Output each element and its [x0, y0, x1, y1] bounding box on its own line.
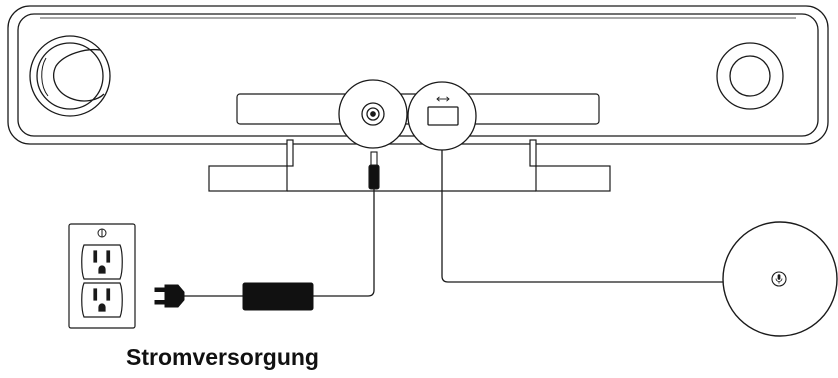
- barrel-plug: [368, 151, 380, 190]
- mains-plug-prong-top: [154, 287, 166, 292]
- mains-plug: [154, 284, 185, 308]
- camera-lens-outer-ring: [29, 35, 111, 117]
- cables: [184, 150, 724, 297]
- wall-outlet: [68, 223, 136, 329]
- microphone-icon: [775, 274, 783, 284]
- mains-plug-body: [164, 284, 185, 308]
- wall-outlet-plate: [68, 223, 136, 329]
- camera-lens-inner-ring: [36, 42, 104, 110]
- hub-port-callout: [407, 81, 477, 151]
- outlet-socket-upper: [81, 244, 123, 280]
- mount-bracket-foot-left: [208, 165, 288, 192]
- connection-arrows-icon: [436, 96, 450, 102]
- power-cable-dc: [312, 188, 375, 297]
- barrel-plug-body: [368, 164, 380, 190]
- power-supply-caption: Stromversorgung: [126, 344, 319, 370]
- camera-lens-shadow: [41, 57, 49, 97]
- hub-port-socket: [427, 106, 459, 126]
- mains-plug-prong-bottom: [154, 300, 166, 305]
- barrel-plug-tip: [370, 151, 378, 167]
- camera-privacy-shutter: [53, 48, 105, 102]
- mount-bracket-foot-right: [535, 165, 611, 192]
- microphone-pod: [722, 221, 838, 337]
- right-speaker: [716, 42, 784, 110]
- power-jack-pin: [370, 111, 376, 117]
- microphone-cable: [441, 150, 724, 283]
- mount-bracket-stem-right: [529, 139, 537, 167]
- power-jack-callout: [338, 79, 408, 149]
- camera-lens: [29, 35, 111, 117]
- right-speaker-inner-ring: [729, 55, 771, 97]
- right-speaker-outer-ring: [716, 42, 784, 110]
- outlet-socket-lower: [81, 282, 123, 318]
- screw-icon: [97, 228, 107, 238]
- power-adapter: [242, 282, 314, 311]
- video-bar-outer-shell: [7, 5, 829, 145]
- mount-bracket-stem-left: [286, 139, 294, 167]
- mount-bracket: [208, 139, 611, 192]
